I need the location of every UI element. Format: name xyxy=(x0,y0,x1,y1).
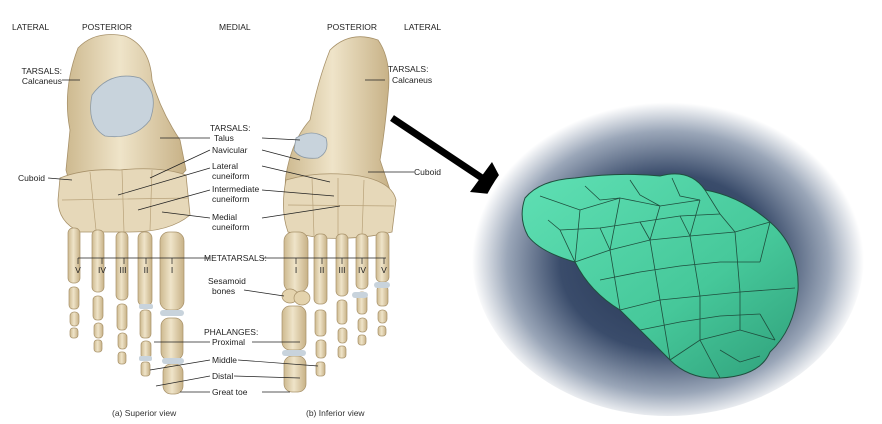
numeral-superior-iii: III xyxy=(119,265,127,275)
inferior-phalanges xyxy=(281,285,389,393)
label-sesamoid-1: Sesamoid xyxy=(208,276,246,286)
numeral-inferior-iii: III xyxy=(338,265,346,275)
label-intermediate-cuneiform-1: Intermediate xyxy=(212,184,260,194)
label-tarsals-right: TARSALS: xyxy=(388,64,429,74)
label-medial-cuneiform-2: cuneiform xyxy=(212,222,250,232)
label-tarsals-left: TARSALS: xyxy=(21,66,62,76)
superior-phalanges xyxy=(68,286,184,395)
orientation-lateral-left: LATERAL xyxy=(12,22,50,32)
mesh-render-panel xyxy=(472,96,864,416)
leader-lines xyxy=(47,79,414,393)
label-phalanges: PHALANGES: xyxy=(204,327,259,337)
inferior-talus-cartilage xyxy=(293,132,328,159)
orientation-posterior-right: POSTERIOR xyxy=(327,22,378,32)
numeral-inferior-iv: IV xyxy=(357,265,367,275)
numeral-superior-ii: II xyxy=(143,265,149,275)
label-navicular: Navicular xyxy=(212,145,248,155)
label-tarsals-mid: TARSALS: xyxy=(210,123,251,133)
numeral-inferior-i: I xyxy=(294,265,298,275)
label-great-toe: Great toe xyxy=(212,387,248,397)
numeral-superior-v: V xyxy=(75,265,81,275)
superior-talus-cartilage xyxy=(90,75,154,138)
mesh-edges xyxy=(539,177,796,379)
arrow xyxy=(390,115,510,196)
superior-metatarsals xyxy=(67,227,185,311)
label-cuboid-left: Cuboid xyxy=(18,173,45,183)
label-distal: Distal xyxy=(212,371,234,381)
orientation-medial: MEDIAL xyxy=(219,22,251,32)
label-lateral-cuneiform-2: cuneiform xyxy=(212,171,250,181)
inferior-joint-cartilage xyxy=(282,282,390,356)
orientation-lateral-right: LATERAL xyxy=(404,22,442,32)
superior-midfoot-seams xyxy=(61,169,189,233)
label-medial-cuneiform-1: Medial xyxy=(212,212,238,222)
label-calcaneus-left: Calcaneus xyxy=(21,76,62,86)
numeral-superior-i: I xyxy=(170,265,174,275)
label-talus: Talus xyxy=(214,133,234,143)
label-metatarsals: METATARSALS: xyxy=(204,253,267,263)
inferior-sesamoid-bones xyxy=(281,288,311,306)
label-calcaneus-right: Calcaneus xyxy=(392,75,433,85)
inferior-view-foot xyxy=(281,36,397,393)
caption-superior-view: (a) Superior view xyxy=(112,408,177,418)
label-lateral-cuneiform-1: Lateral xyxy=(212,161,238,171)
superior-joint-cartilage xyxy=(139,304,184,364)
caption-inferior-view: (b) Inferior view xyxy=(306,408,365,418)
numeral-superior-iv: IV xyxy=(97,265,107,275)
label-middle: Middle xyxy=(212,355,238,365)
label-cuboid-right: Cuboid xyxy=(414,167,441,177)
orientation-posterior-left: POSTERIOR xyxy=(82,22,133,32)
numeral-inferior-ii: II xyxy=(319,265,325,275)
numeral-inferior-v: V xyxy=(381,265,387,275)
label-intermediate-cuneiform-2: cuneiform xyxy=(212,194,250,204)
inferior-midfoot-seams xyxy=(287,177,395,238)
label-sesamoid-2: bones xyxy=(212,286,236,296)
label-proximal: Proximal xyxy=(212,337,246,347)
superior-view-foot xyxy=(57,34,191,395)
